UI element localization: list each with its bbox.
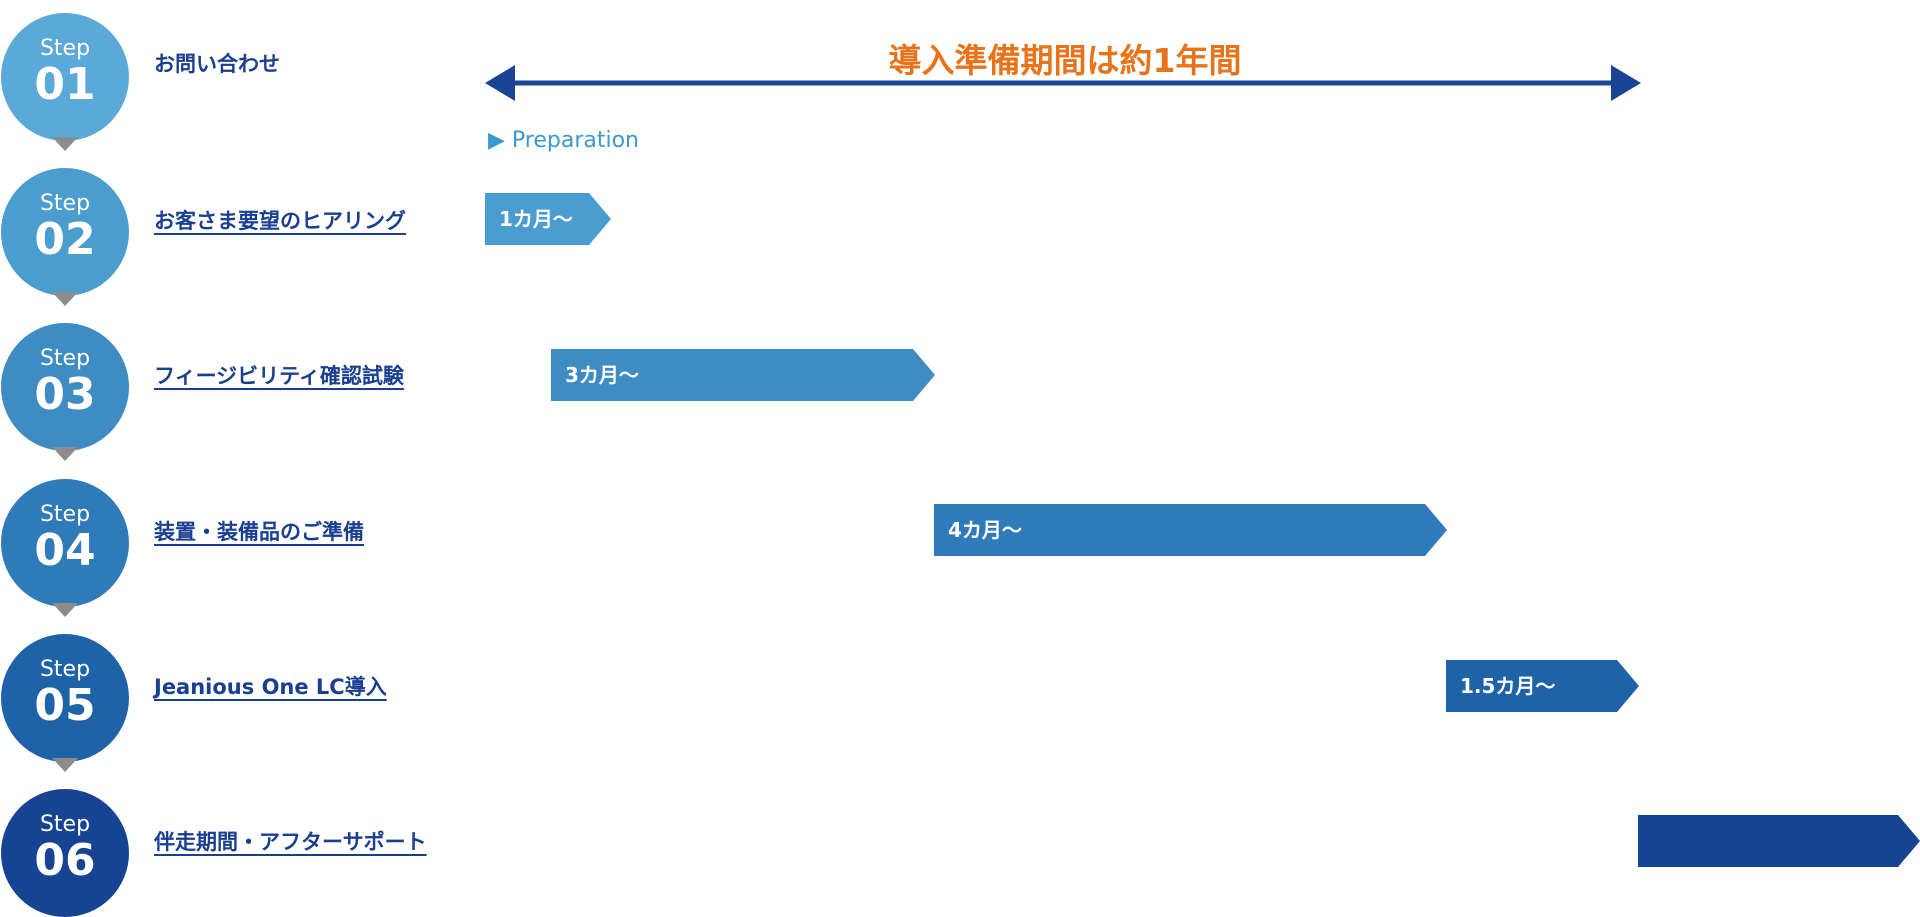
step-text: Step bbox=[39, 36, 91, 61]
duration-bar-step-02: 1カ月〜 bbox=[485, 193, 611, 245]
down-arrow-icon bbox=[52, 758, 78, 772]
step-04-link[interactable]: 装置・装備品のご準備 bbox=[154, 520, 364, 544]
down-arrow-icon bbox=[52, 137, 78, 151]
step-01-label: お問い合わせ bbox=[154, 52, 280, 76]
period-double-arrow bbox=[485, 65, 1641, 101]
down-arrow-icon bbox=[52, 603, 78, 617]
step-number: 01 bbox=[34, 59, 96, 110]
step-02-link[interactable]: お客さま要望のヒアリング bbox=[154, 209, 406, 233]
step-03-link[interactable]: フィージビリティ確認試験 bbox=[154, 364, 404, 388]
step-text: Step bbox=[39, 191, 91, 216]
step-text: Step bbox=[39, 812, 91, 837]
preparation-label: ▶ Preparation bbox=[488, 128, 640, 153]
step-number: 05 bbox=[34, 680, 96, 731]
down-arrow-icon bbox=[52, 447, 78, 461]
period-title: 導入準備期間は約1年間 bbox=[888, 41, 1242, 80]
duration-bar-step-05: 1.5カ月〜 bbox=[1446, 660, 1639, 712]
step-number: 03 bbox=[34, 369, 96, 420]
down-arrow-icon bbox=[52, 292, 78, 306]
step-number: 06 bbox=[34, 835, 96, 886]
step-number: 02 bbox=[34, 214, 96, 265]
duration-bar-step-03: 3カ月〜 bbox=[551, 349, 935, 401]
step-text: Step bbox=[39, 502, 91, 527]
step-number: 04 bbox=[34, 525, 96, 576]
step-05-link[interactable]: Jeanious One LC導入 bbox=[154, 675, 387, 699]
duration-bar-step-04: 4カ月〜 bbox=[934, 504, 1447, 556]
step-text: Step bbox=[39, 346, 91, 371]
duration-bar-step-06 bbox=[1638, 815, 1920, 867]
step-text: Step bbox=[39, 657, 91, 682]
step-06-link[interactable]: 伴走期間・アフターサポート bbox=[154, 830, 427, 854]
